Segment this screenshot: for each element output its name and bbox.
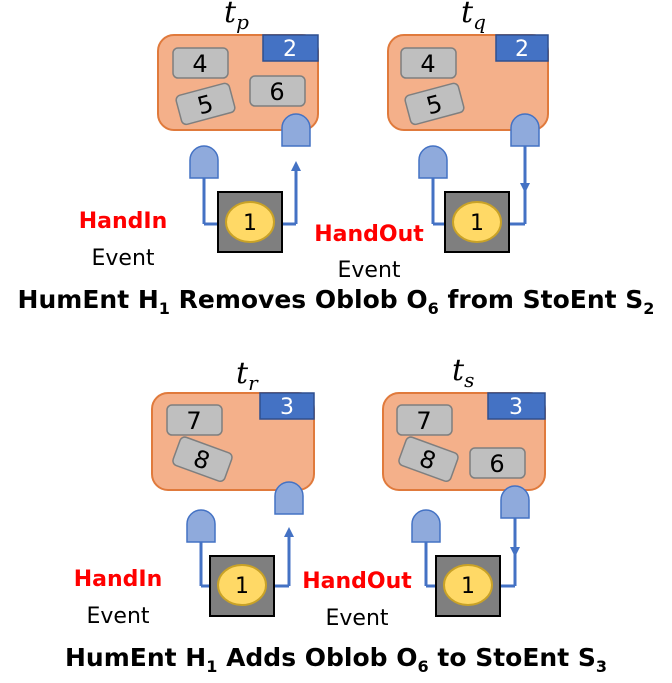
blob-label: 7 [416, 407, 431, 435]
event-word-label: Event [337, 258, 400, 283]
blob-label: 7 [186, 407, 201, 435]
panel-tr: tr 3 7 8 1 HandIn Event [74, 356, 315, 629]
storage-id-badge [262, 34, 319, 62]
blob-label: 6 [269, 78, 284, 106]
panel-tp: tp 2 4 5 6 1 HandIn Event [79, 0, 319, 271]
object-blob: 6 [249, 75, 306, 107]
event-name-label: HandIn [74, 567, 163, 592]
object-blob: 5 [175, 82, 236, 126]
object-blob: 7 [396, 404, 453, 436]
object-blob: 4 [400, 47, 457, 79]
blob-label: 5 [194, 89, 216, 120]
human-entity-icon [452, 201, 502, 243]
object-blob: 7 [166, 404, 223, 436]
object-blob: 8 [172, 436, 233, 483]
storage-id-label: 3 [280, 395, 294, 420]
human-id-label: 1 [470, 211, 484, 236]
event-name-label: HandOut [314, 222, 424, 247]
object-blob: 8 [398, 436, 459, 483]
time-label-tp: tp [224, 0, 249, 34]
storage-id-badge [259, 392, 315, 420]
panel-tq: tq 2 4 5 1 HandOut Event [314, 0, 549, 283]
event-name-label: HandIn [79, 209, 168, 234]
blob-label: 4 [192, 50, 207, 78]
caption-adds: HumEnt H1 Adds Oblob O6 to StoEnt S3 [65, 643, 607, 676]
object-blob: 4 [172, 47, 229, 79]
panel-ts: ts 3 7 8 6 1 HandOut Event [302, 353, 546, 631]
storage-id-label: 2 [515, 37, 529, 62]
object-blob: 5 [404, 82, 465, 126]
time-label-ts: ts [452, 353, 474, 392]
time-label-tr: tr [236, 356, 259, 395]
storage-id-badge [495, 34, 549, 62]
hand-right-icon [281, 113, 311, 147]
blob-label: 5 [423, 89, 445, 120]
human-id-label: 1 [243, 211, 257, 236]
object-blob: 6 [469, 447, 526, 479]
human-entity-icon [225, 201, 275, 243]
hand-right-icon [274, 481, 304, 515]
human-id-label: 1 [235, 574, 249, 599]
event-word-label: Event [325, 606, 388, 631]
hand-left-icon [418, 145, 448, 179]
event-word-label: Event [91, 246, 154, 271]
event-word-label: Event [86, 604, 149, 629]
storage-id-label: 3 [509, 395, 523, 420]
hand-right-icon [500, 485, 530, 519]
human-entity-icon [217, 564, 267, 606]
blob-label: 6 [489, 450, 504, 478]
hand-right-icon [510, 113, 540, 147]
hand-left-icon [189, 145, 219, 179]
event-name-label: HandOut [302, 569, 412, 594]
hand-left-icon [411, 509, 441, 543]
human-entity-icon [443, 564, 493, 606]
blob-label: 4 [420, 50, 435, 78]
human-id-label: 1 [461, 574, 475, 599]
storage-id-label: 2 [283, 37, 297, 62]
storage-id-badge [487, 392, 546, 420]
time-label-tq: tq [461, 0, 486, 34]
caption-removes: HumEnt H1 Removes Oblob O6 from StoEnt S… [18, 285, 655, 318]
hand-left-icon [186, 509, 216, 543]
